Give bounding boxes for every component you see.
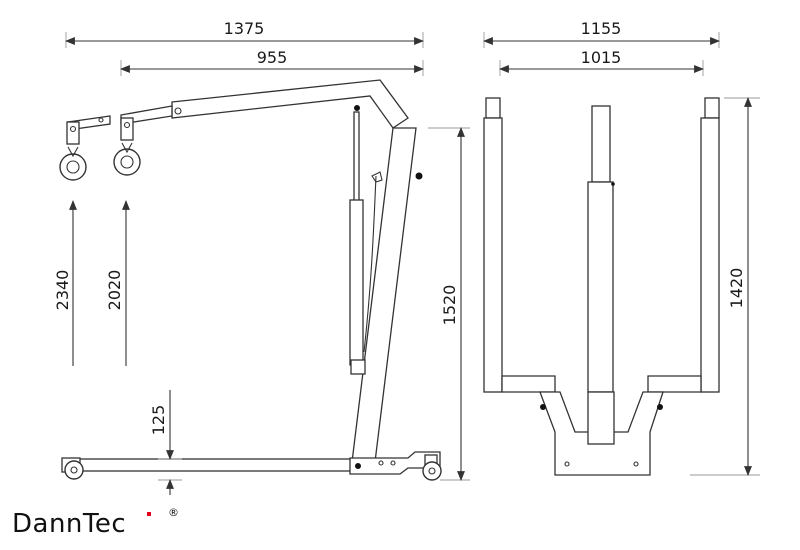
boom-arm: [67, 79, 414, 137]
dimension-min-hook-height: 2020: [105, 200, 130, 366]
brand-name-accent: Tec: [82, 509, 126, 539]
brand-accent-dot: [147, 512, 151, 516]
hydraulic-cylinder: [349, 111, 383, 375]
dimension-leg-length: 1420: [690, 97, 760, 476]
brand-accent-first-letter: T: [82, 509, 99, 539]
front-base: [539, 391, 664, 476]
brand-accent-rest: ec: [95, 509, 126, 539]
overall-width-label: 1155: [581, 19, 622, 38]
hook-near: [113, 117, 141, 176]
dimension-overall-width: 1155: [483, 19, 720, 48]
hook-far: [59, 121, 87, 181]
dimension-inner-width: 1015: [499, 48, 704, 76]
base-leg: [61, 451, 442, 481]
boom-length-label: 955: [257, 48, 288, 67]
dimension-leg-clearance: 125: [149, 390, 182, 495]
side-view: 1375 955: [53, 19, 470, 495]
min-hook-height-label: 2020: [105, 270, 124, 311]
front-mast: [587, 105, 615, 393]
front-view: 1155 1015: [483, 19, 760, 476]
leg-clearance-label: 125: [149, 405, 168, 436]
registered-mark: ®: [168, 506, 179, 519]
brand-name-prefix: Dann: [12, 509, 83, 539]
brand-logo-text: DannTec: [12, 509, 126, 539]
mast-height-label: 1520: [440, 285, 459, 326]
dimension-max-hook-height: 2340: [53, 200, 77, 366]
brand-logo: DannTec ®: [12, 506, 179, 539]
dimension-mast-height: 1520: [428, 127, 470, 481]
dimension-boom-length: 955: [120, 48, 424, 76]
dimension-overall-length: 1375: [65, 19, 424, 48]
leg-length-label: 1420: [727, 268, 746, 309]
overall-length-label: 1375: [224, 19, 265, 38]
max-hook-height-label: 2340: [53, 270, 72, 311]
left-leg: [483, 97, 556, 393]
inner-width-label: 1015: [581, 48, 622, 67]
right-leg: [647, 97, 720, 393]
